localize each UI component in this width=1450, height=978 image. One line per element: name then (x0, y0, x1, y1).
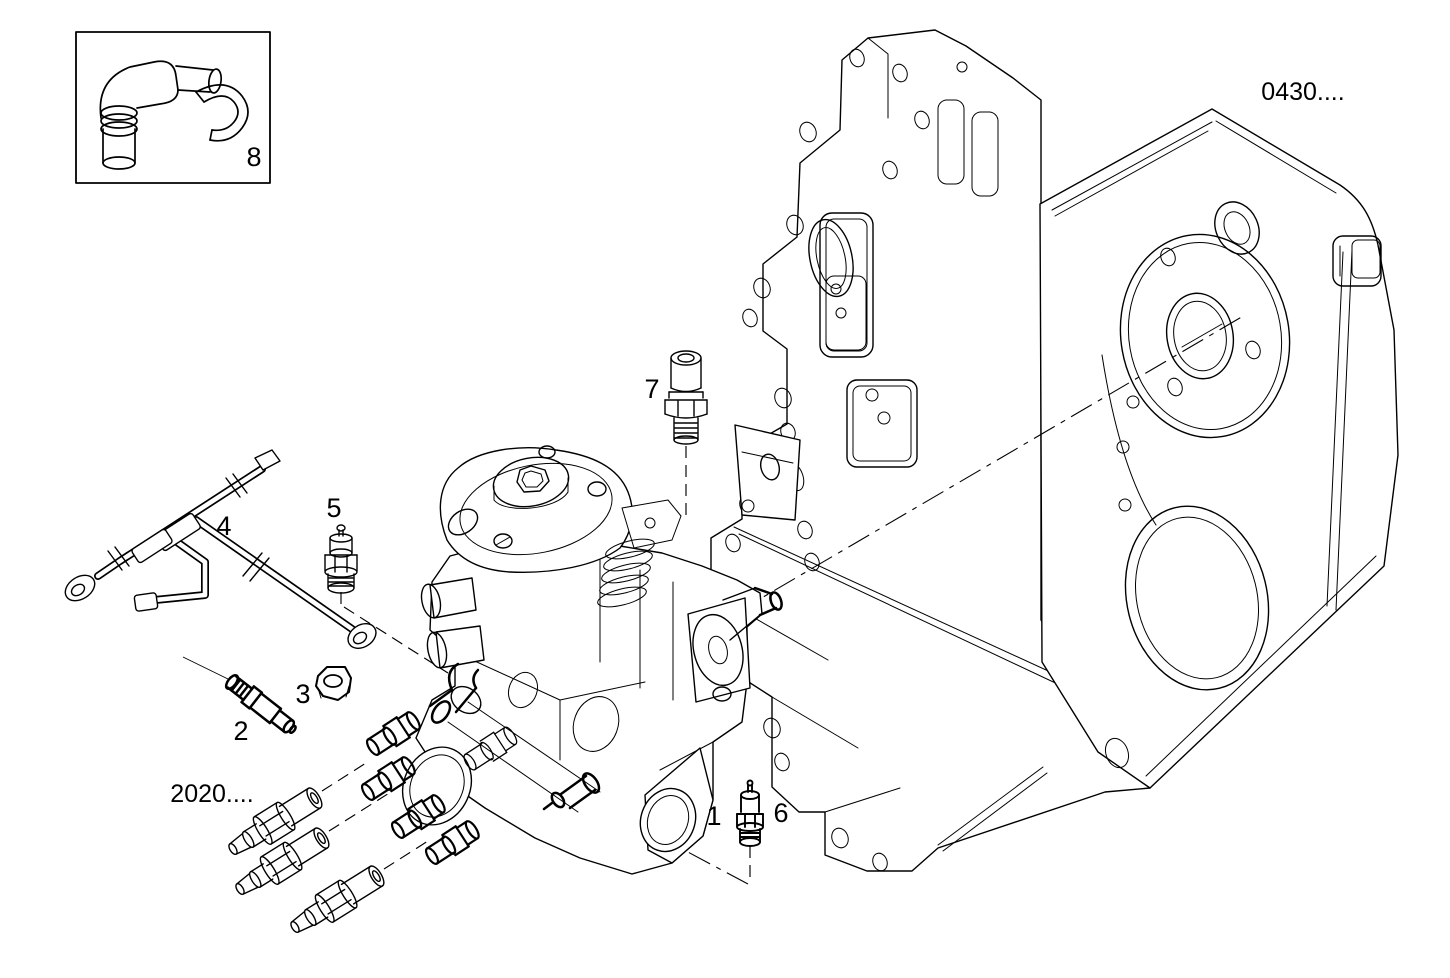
ring-terminal-left (64, 574, 96, 602)
callout-4: 4 (216, 511, 231, 541)
callout-6: 6 (773, 798, 788, 828)
ref-label-2020: 2020.... (170, 780, 253, 808)
harness-connector-bottom (133, 592, 159, 612)
detail-box (75, 31, 271, 184)
callout-8: 8 (246, 142, 261, 172)
callout-1: 1 (706, 801, 721, 831)
injection-pump (357, 424, 801, 875)
callout-2: 2 (233, 716, 248, 746)
inlet-elbow (428, 662, 482, 724)
elbow-union (99, 60, 223, 170)
governor-cover (439, 445, 633, 573)
pressure-valve-part7 (664, 350, 708, 522)
ring-terminal-right (347, 622, 377, 650)
retaining-clip (195, 84, 249, 142)
labels: 1 2 3 4 5 6 7 8 0430.... 2020.... (170, 78, 1344, 831)
bleed-valve-part6 (736, 779, 764, 884)
delivery-unions-exploded (221, 762, 429, 943)
callout-3: 3 (295, 679, 310, 709)
pump-barrel (542, 747, 714, 864)
timing-gear-cover (1039, 108, 1399, 789)
callout-7: 7 (644, 374, 659, 404)
callout-5: 5 (326, 493, 341, 523)
overflow-valve-part5 (324, 524, 449, 674)
drive-hub (687, 586, 783, 703)
sensor-part2 (182, 656, 297, 735)
ref-label-0430: 0430.... (1261, 78, 1344, 106)
pump-bracket (734, 424, 801, 521)
shutoff-solenoid (542, 772, 601, 811)
delivery-fittings (357, 707, 521, 870)
wiring-harness (64, 449, 377, 650)
harness-connector-top (254, 449, 281, 471)
governor-linkage (595, 499, 682, 612)
pump-side-ports (420, 577, 485, 724)
cover-plug (1332, 235, 1382, 287)
hex-nut-part3 (315, 666, 352, 701)
